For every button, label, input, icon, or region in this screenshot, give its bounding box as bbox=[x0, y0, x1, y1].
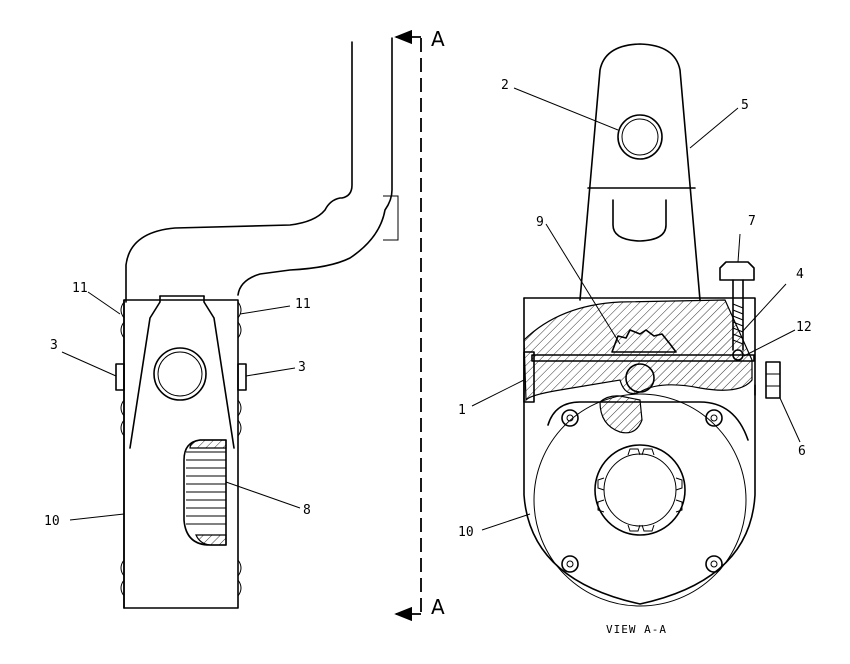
plug bbox=[523, 351, 535, 403]
callout-11-left: 11 bbox=[72, 281, 88, 296]
ball bbox=[732, 349, 744, 361]
adjusting-screw-head bbox=[719, 261, 755, 281]
section-letter-top: A bbox=[431, 27, 445, 51]
view-a-a: VIEW A-A bbox=[523, 43, 781, 636]
callout-3-right: 3 bbox=[298, 360, 306, 375]
section-letter-bottom: A bbox=[431, 595, 445, 619]
callout-11-right: 11 bbox=[295, 297, 311, 312]
callout-2: 2 bbox=[501, 78, 509, 93]
callout-labels: 11 3 10 11 3 8 2 5 9 7 4 12 1 6 10 bbox=[44, 78, 812, 540]
callout-3-left: 3 bbox=[50, 338, 58, 353]
leader-lines bbox=[61, 87, 801, 531]
callout-10-left: 10 bbox=[44, 514, 60, 529]
splined-bore bbox=[594, 444, 686, 536]
callout-7: 7 bbox=[748, 214, 756, 229]
side-view bbox=[115, 37, 399, 609]
callout-12: 12 bbox=[796, 320, 812, 335]
callout-8: 8 bbox=[303, 503, 311, 518]
section-line-a-a: A A bbox=[394, 27, 445, 622]
callout-4: 4 bbox=[796, 267, 804, 282]
cap-screw-right bbox=[237, 363, 247, 391]
hex-nut bbox=[765, 361, 781, 399]
callout-9: 9 bbox=[536, 215, 544, 230]
view-caption: VIEW A-A bbox=[606, 623, 667, 636]
cap-screw-left bbox=[115, 363, 125, 391]
worm-threads bbox=[186, 451, 226, 525]
callout-6: 6 bbox=[798, 444, 806, 459]
worm-wheel-teeth bbox=[611, 329, 677, 353]
callout-10-right: 10 bbox=[458, 525, 474, 540]
bushing-circle bbox=[153, 347, 207, 401]
callout-1: 1 bbox=[458, 403, 466, 418]
callout-5: 5 bbox=[741, 98, 749, 113]
pin-hole bbox=[617, 114, 663, 160]
spring-coils bbox=[732, 303, 744, 345]
